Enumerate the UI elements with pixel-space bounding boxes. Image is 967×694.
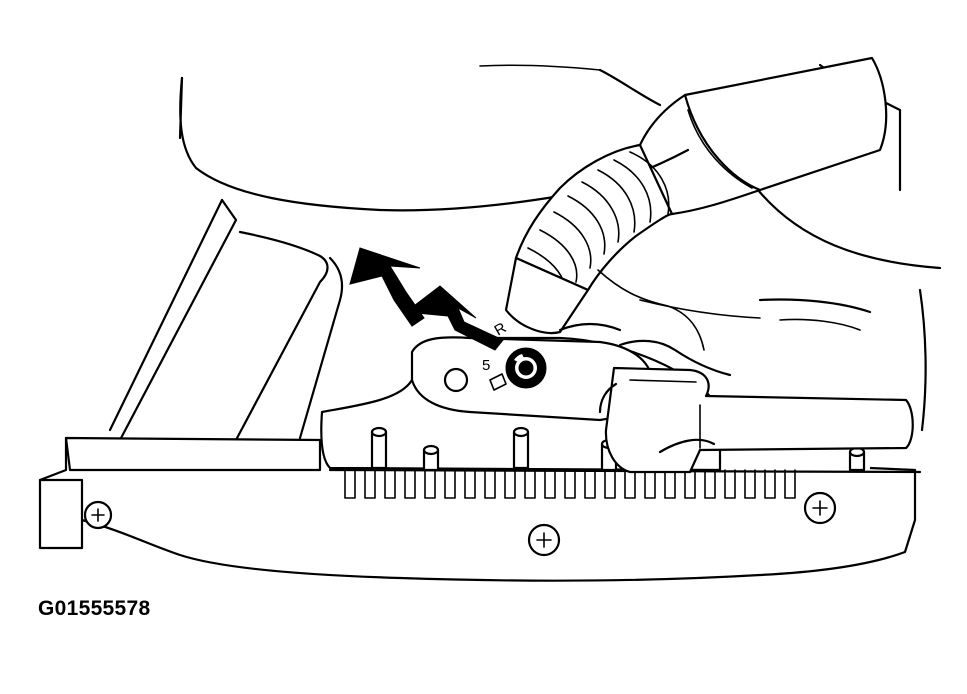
shift-cable-sheath: [638, 56, 888, 216]
pivot-nut: [505, 347, 547, 389]
cable-boot: [504, 143, 674, 335]
shifter-housing: [108, 198, 927, 442]
arrow-pointing-to-nut: [349, 247, 504, 351]
wire-harness: [558, 269, 761, 377]
base-bolts: [83, 491, 837, 557]
base-rail: [38, 436, 917, 582]
detent-teeth: [344, 469, 796, 499]
mark-5: 5: [482, 357, 490, 374]
range-sensor-connector: [598, 366, 914, 474]
figure-id-label: G01555578: [38, 597, 151, 620]
